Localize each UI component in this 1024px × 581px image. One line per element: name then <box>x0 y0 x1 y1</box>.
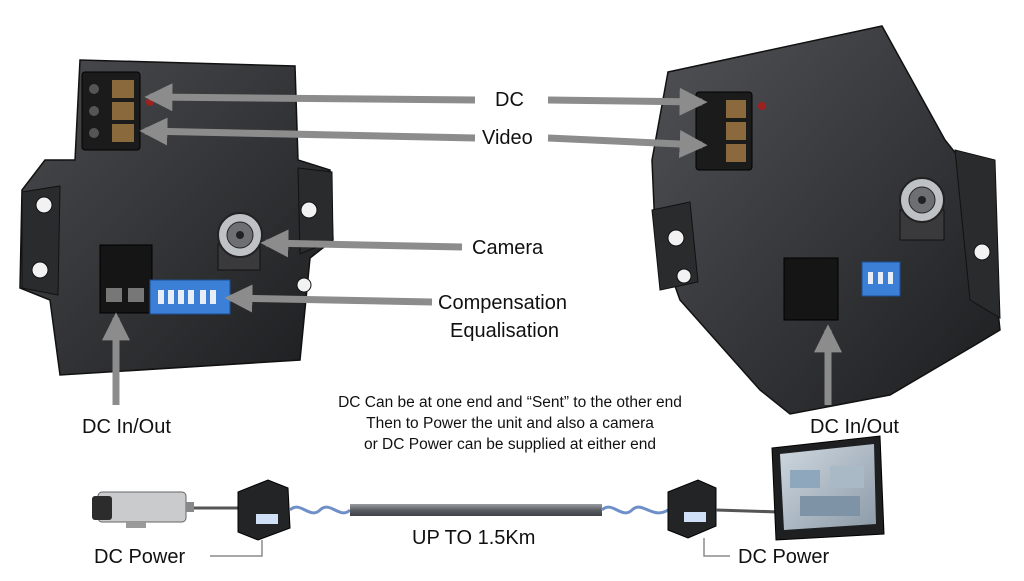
dip-switch-icon <box>149 279 231 315</box>
terminal-block-icon <box>695 91 753 171</box>
twisted-pair-right <box>600 505 669 515</box>
power-note-line-3: or DC Power can be supplied at either en… <box>363 436 657 453</box>
label-equalisation: Equalisation <box>450 320 559 342</box>
label-dc: DC <box>495 89 524 111</box>
dc-power-right-leader <box>703 538 730 557</box>
bnc-connector-icon <box>217 212 263 271</box>
monitor-icon <box>771 435 885 541</box>
label-camera: Camera <box>472 237 544 259</box>
power-note: DC Can be at one end and “Sent” to the o… <box>270 392 750 455</box>
left-transceiver-device <box>19 59 334 376</box>
arrow-video-right <box>547 129 708 158</box>
label-video: Video <box>482 127 533 149</box>
arrow-dc-left <box>144 83 476 112</box>
arrow-camera <box>260 229 463 258</box>
label-dc-power-right: DC Power <box>738 546 830 568</box>
terminal-block-icon <box>81 71 141 151</box>
label-dc-in-out-left: DC In/Out <box>82 416 171 438</box>
twisted-pair-left <box>288 505 352 515</box>
terminal-block-icon <box>783 257 839 321</box>
arrow-compensation <box>224 284 433 313</box>
monitor-cable <box>715 508 781 514</box>
label-distance: UP TO 1.5Km <box>412 527 536 549</box>
terminal-block-icon <box>99 244 153 314</box>
label-compensation: Compensation <box>438 292 567 314</box>
cctv-camera-icon <box>92 491 194 528</box>
label-dc-power-left: DC Power <box>94 546 186 568</box>
right-transceiver-device <box>651 25 1001 415</box>
label-dc-in-out-right: DC In/Out <box>810 416 899 438</box>
bnc-connector-icon <box>899 177 945 241</box>
power-note-line-1: DC Can be at one end and “Sent” to the o… <box>338 394 682 411</box>
right-mini-transceiver <box>667 479 717 539</box>
arrow-video-left <box>139 117 476 146</box>
arrow-dc-right <box>547 87 708 116</box>
left-mini-transceiver <box>237 479 291 541</box>
cable-run <box>350 504 602 516</box>
callout-arrows <box>102 83 842 405</box>
dc-power-left-leader <box>210 540 263 557</box>
power-note-line-2: Then to Power the unit and also a camera <box>366 415 654 432</box>
dip-switch-icon <box>861 261 901 297</box>
